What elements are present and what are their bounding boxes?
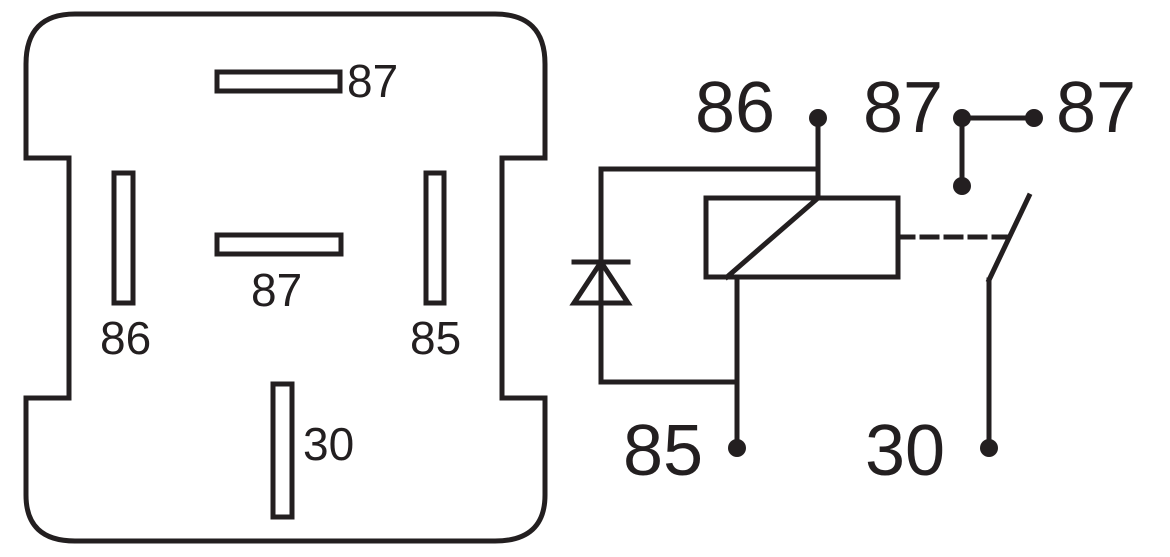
relay-schematic: 86 87 87 85 30 [569, 68, 1136, 491]
pin-87-top-label: 87 [347, 55, 398, 107]
pin-85-slot [423, 170, 447, 306]
terminal-87b-label: 87 [1056, 68, 1136, 148]
pin-87-center-slot [214, 232, 344, 257]
terminal-30-label: 30 [865, 411, 945, 491]
pin-86-slot [111, 170, 136, 306]
diode-triangle [569, 257, 633, 306]
coil-diagonal [723, 194, 822, 281]
terminal-85-label: 85 [623, 411, 703, 491]
pin-30-label: 30 [303, 418, 354, 470]
switch-arm [985, 192, 1033, 284]
flyback-diode [569, 257, 633, 306]
wire-86-to-diode [598, 166, 821, 385]
pin-86-label: 86 [100, 312, 151, 364]
pin-87-top-slot [214, 69, 343, 94]
relay-housing [23, 11, 548, 544]
relay-pinout: 87 87 86 85 30 [23, 11, 548, 544]
terminal-87-label: 87 [863, 68, 943, 148]
pin-85-label: 85 [410, 312, 461, 364]
pin-87-center-label: 87 [251, 264, 302, 316]
pin-30-slot [270, 381, 295, 520]
terminal-86-label: 86 [695, 68, 775, 148]
